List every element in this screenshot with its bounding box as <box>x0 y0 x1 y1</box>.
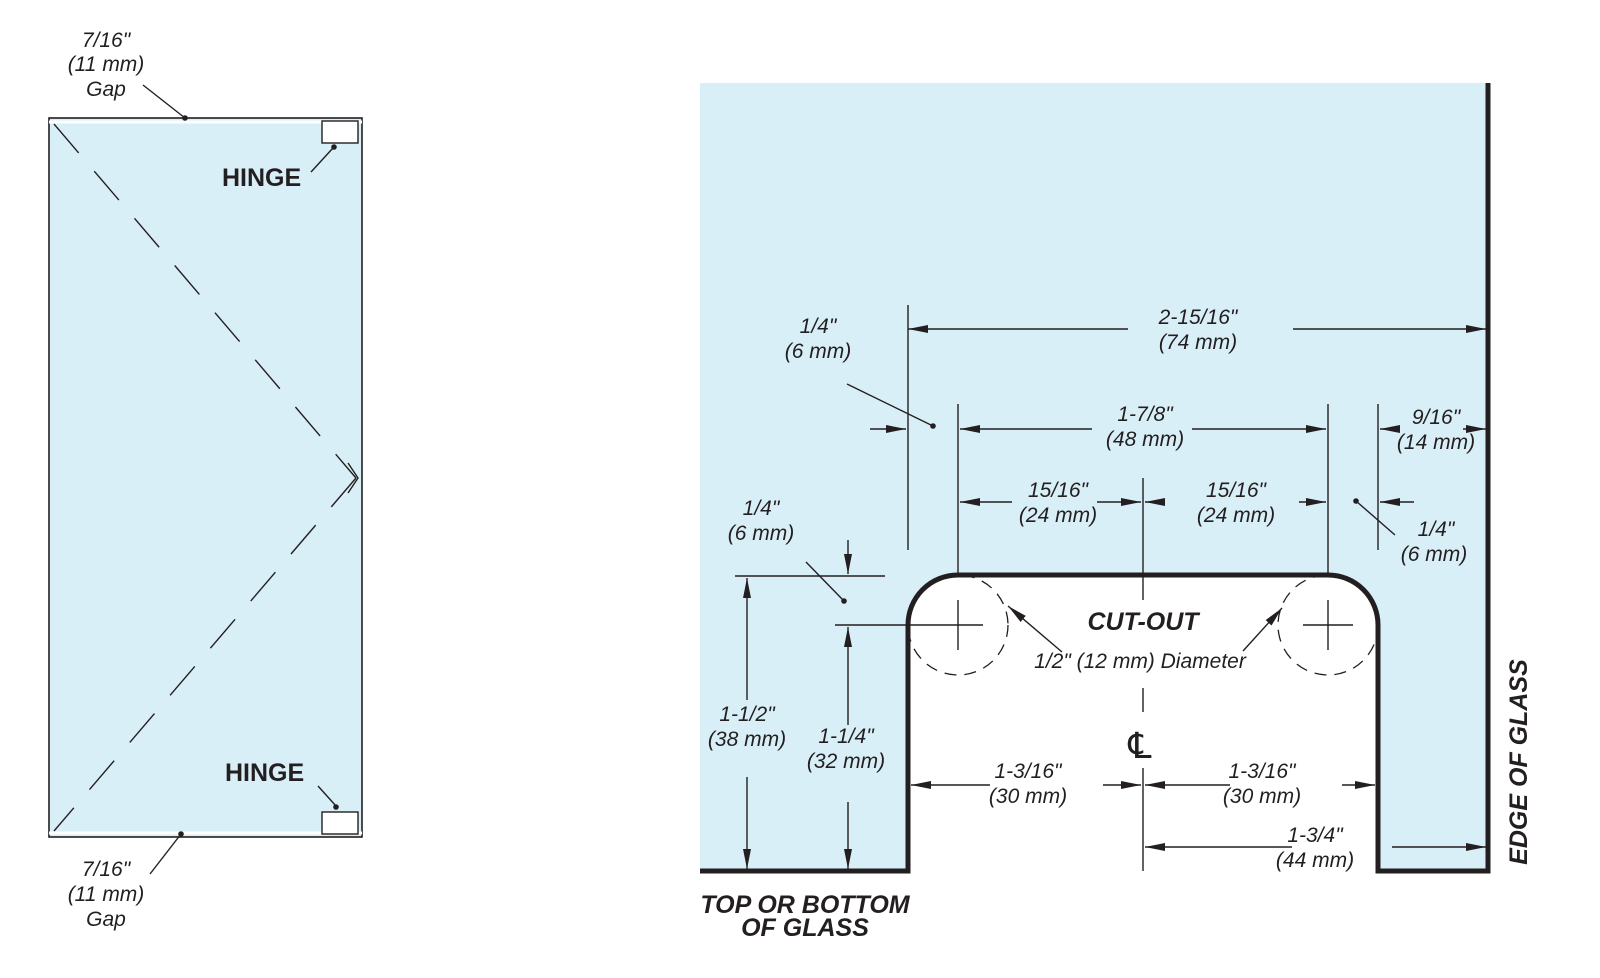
overall-width-inch: 2-15/16" <box>1158 306 1239 329</box>
cutout-half-left-inch: 1-3/16" <box>995 760 1064 783</box>
top-gap-mm: (11 mm) <box>68 53 145 76</box>
hinge-top-dot <box>331 144 337 150</box>
door-elevation: 7/16" (11 mm) Gap HINGE HINGE 7/16" (11 … <box>48 29 363 931</box>
hinge-top <box>321 120 359 144</box>
top-gap-label: Gap <box>86 78 126 101</box>
top-inset-dot <box>841 598 847 604</box>
top-gap-leader <box>142 84 186 119</box>
bottom-label-line1: TOP OR BOTTOM <box>700 891 910 919</box>
bottom-gap-leader <box>149 833 182 875</box>
top-inset-leader <box>805 561 844 601</box>
half-left-inch: 15/16" <box>1028 479 1090 502</box>
hinge-bottom-dot <box>333 804 339 810</box>
hole-diameter-label: 1/2" (12 mm) Diameter <box>1034 650 1247 673</box>
hole-spacing-inch: 1-7/8" <box>1117 403 1174 426</box>
hinge-bottom <box>321 811 359 835</box>
bottom-gap-inch: 7/16" <box>82 858 132 881</box>
half-right-inch: 15/16" <box>1206 479 1268 502</box>
half-left-mm: (24 mm) <box>1019 504 1097 527</box>
hole-spacing-mm: (48 mm) <box>1106 428 1184 451</box>
hinge-bottom-label: HINGE <box>225 759 304 787</box>
right-edge-mm: (14 mm) <box>1397 431 1475 454</box>
diameter-leader-left <box>1007 605 1063 653</box>
bottom-gap-mm: (11 mm) <box>68 883 145 906</box>
right-inset-mm: (6 mm) <box>1401 543 1468 566</box>
top-inset-mm: (6 mm) <box>728 522 795 545</box>
right-inset-leader <box>1355 500 1396 536</box>
left-inset-dot <box>930 423 936 429</box>
cutout-label: CUT-OUT <box>1087 608 1201 636</box>
left-inset-mm: (6 mm) <box>785 340 852 363</box>
center-edge-inch: 1-3/4" <box>1287 824 1344 847</box>
bottom-gap-label: Gap <box>86 908 126 931</box>
center-edge-mm: (44 mm) <box>1276 849 1354 872</box>
cutout-depth-mm: (38 mm) <box>708 728 786 751</box>
edge-of-glass-label: EDGE OF GLASS <box>1505 659 1533 865</box>
swing-line-upper <box>53 123 357 479</box>
glass-panel-detail <box>700 83 1488 871</box>
centerline-icon: ℄ <box>1127 726 1151 767</box>
cutout-half-left-mm: (30 mm) <box>989 785 1067 808</box>
swing-line-lower <box>53 477 357 832</box>
right-inset-inch: 1/4" <box>1418 518 1456 541</box>
left-inset-inch: 1/4" <box>800 315 838 338</box>
hole-left <box>907 574 1009 676</box>
hole-right <box>1277 574 1379 676</box>
diameter-leader-right <box>1242 607 1283 652</box>
top-gap-inch: 7/16" <box>82 29 132 52</box>
hole-height-mm: (32 mm) <box>807 750 885 773</box>
right-edge-inch: 9/16" <box>1412 406 1462 429</box>
top-gap-dot <box>182 115 188 121</box>
cutout-half-right-mm: (30 mm) <box>1223 785 1301 808</box>
overall-width-mm: (74 mm) <box>1159 331 1237 354</box>
hinge-bottom-leader <box>317 785 337 807</box>
half-right-mm: (24 mm) <box>1197 504 1275 527</box>
cutout-half-right-inch: 1-3/16" <box>1229 760 1298 783</box>
left-inset-leader <box>846 383 934 427</box>
cutout-depth-inch: 1-1/2" <box>719 703 776 726</box>
swing-chevron <box>347 462 359 494</box>
door-glass-panel <box>48 117 363 838</box>
hinge-top-leader <box>310 147 334 173</box>
bottom-label-line2: OF GLASS <box>741 914 869 942</box>
top-inset-inch: 1/4" <box>743 497 781 520</box>
cutout-detail: 2-15/16" (74 mm) 1/4" (6 mm) 1-7/8" (48 … <box>700 83 1533 942</box>
bottom-gap-dot <box>178 831 184 837</box>
hinge-top-label: HINGE <box>222 164 301 192</box>
hole-height-inch: 1-1/4" <box>818 725 875 748</box>
